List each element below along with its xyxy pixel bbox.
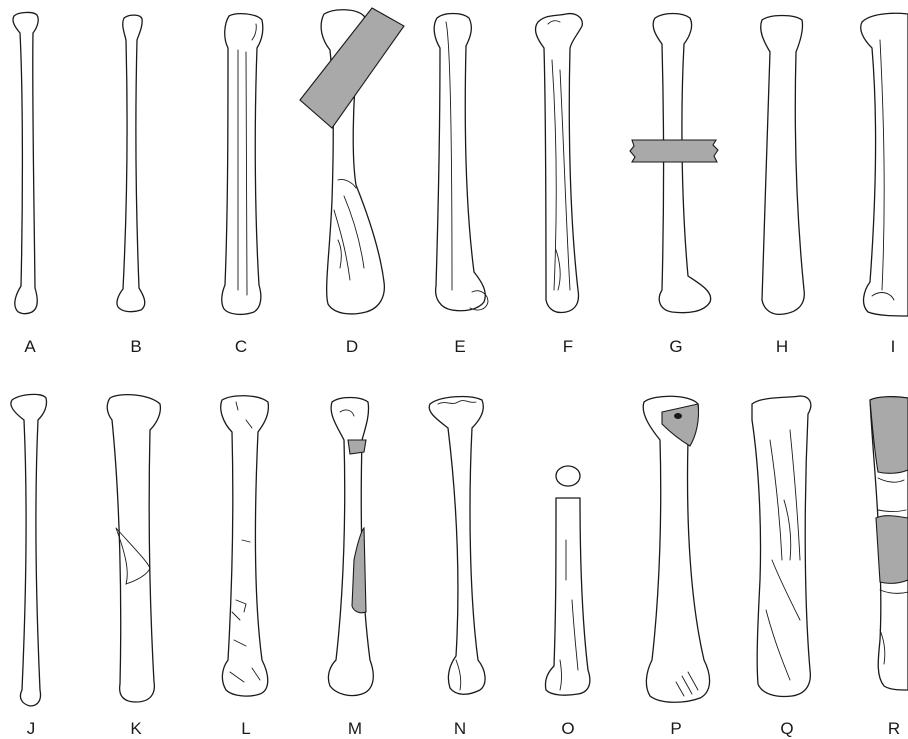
specimen-o — [545, 466, 589, 695]
specimen-m — [328, 398, 373, 696]
specimen-l — [221, 396, 269, 696]
specimen-k — [107, 395, 160, 702]
specimen-label-l: L — [241, 719, 250, 738]
specimen-n — [429, 397, 485, 695]
specimen-g — [630, 14, 718, 313]
specimen-label-f: F — [563, 337, 573, 356]
specimen-i — [861, 13, 908, 316]
specimen-label-m: M — [348, 719, 362, 738]
specimen-label-q: Q — [780, 719, 793, 738]
specimen-label-c: C — [235, 337, 247, 356]
specimen-label-e: E — [454, 337, 465, 356]
specimen-label-a: A — [24, 337, 36, 356]
specimen-a — [13, 12, 38, 313]
specimen-label-h: H — [776, 337, 788, 356]
specimen-b — [117, 15, 145, 312]
specimen-label-b: B — [130, 337, 141, 356]
specimen-r — [870, 397, 908, 690]
specimen-h — [761, 16, 805, 315]
specimen-label-j: J — [27, 719, 36, 738]
specimen-label-g: G — [669, 337, 682, 356]
specimen-label-r: R — [888, 719, 900, 738]
specimen-label-k: K — [130, 719, 142, 738]
specimen-q — [752, 396, 811, 697]
specimen-j — [11, 394, 47, 706]
specimen-label-i: I — [891, 337, 896, 356]
specimen-label-n: N — [454, 719, 466, 738]
specimen-e — [434, 14, 488, 311]
specimen-f — [536, 14, 583, 313]
specimen-label-d: D — [346, 337, 358, 356]
specimen-label-o: O — [561, 719, 574, 738]
specimen-c — [222, 14, 263, 315]
specimen-d — [300, 8, 404, 314]
specimen-p — [643, 396, 709, 702]
specimen-label-p: P — [670, 719, 681, 738]
